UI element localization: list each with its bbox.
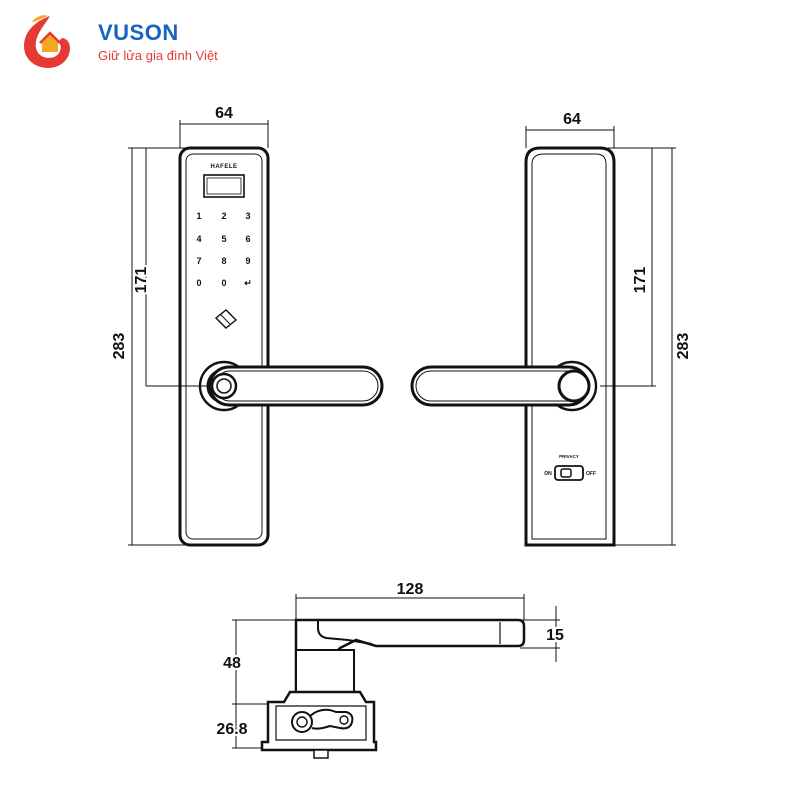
side-thickness-label: 15 [546,627,564,644]
brand-logo: VUSON Giữ lửa gia đình Việt [18,10,278,70]
key-8[interactable]: 8 [221,256,226,266]
brand-name: VUSON [98,20,179,45]
back-width-label: 64 [563,111,581,128]
keypad: 1 2 3 4 5 6 7 8 9 0 0 ↵ [196,211,251,288]
front-total-height-label: 283 [111,333,128,360]
privacy-switch-off-label: OFF [586,471,596,477]
key-5[interactable]: 5 [221,234,226,244]
privacy-switch-on-label: ON [544,471,552,477]
back-view [410,126,676,547]
key-6[interactable]: 6 [245,234,250,244]
key-9[interactable]: 9 [245,256,250,266]
front-brand-mark: HAFELE [211,164,238,170]
side-view [232,594,560,759]
front-handle-height-label: 171 [133,267,150,294]
side-length-label: 128 [397,581,424,598]
back-handle-height-label: 171 [632,267,649,294]
flame-house-logo-icon [24,15,70,68]
key-2[interactable]: 2 [221,211,226,221]
key-4[interactable]: 4 [196,234,201,244]
brand-tagline: Giữ lửa gia đình Việt [98,48,218,63]
side-base-label: 26.8 [216,721,247,738]
front-width-label: 64 [215,105,233,122]
key-0[interactable]: 0 [221,278,226,288]
key-0-left[interactable]: 0 [196,278,201,288]
key-3[interactable]: 3 [245,211,250,221]
key-7[interactable]: 7 [196,256,201,266]
side-projection-label: 48 [223,655,241,672]
privacy-switch-title: PRIVACY [559,454,579,459]
key-1[interactable]: 1 [196,211,201,221]
back-total-height-label: 283 [675,333,692,360]
front-view [128,120,384,547]
key-enter[interactable]: ↵ [244,278,252,288]
